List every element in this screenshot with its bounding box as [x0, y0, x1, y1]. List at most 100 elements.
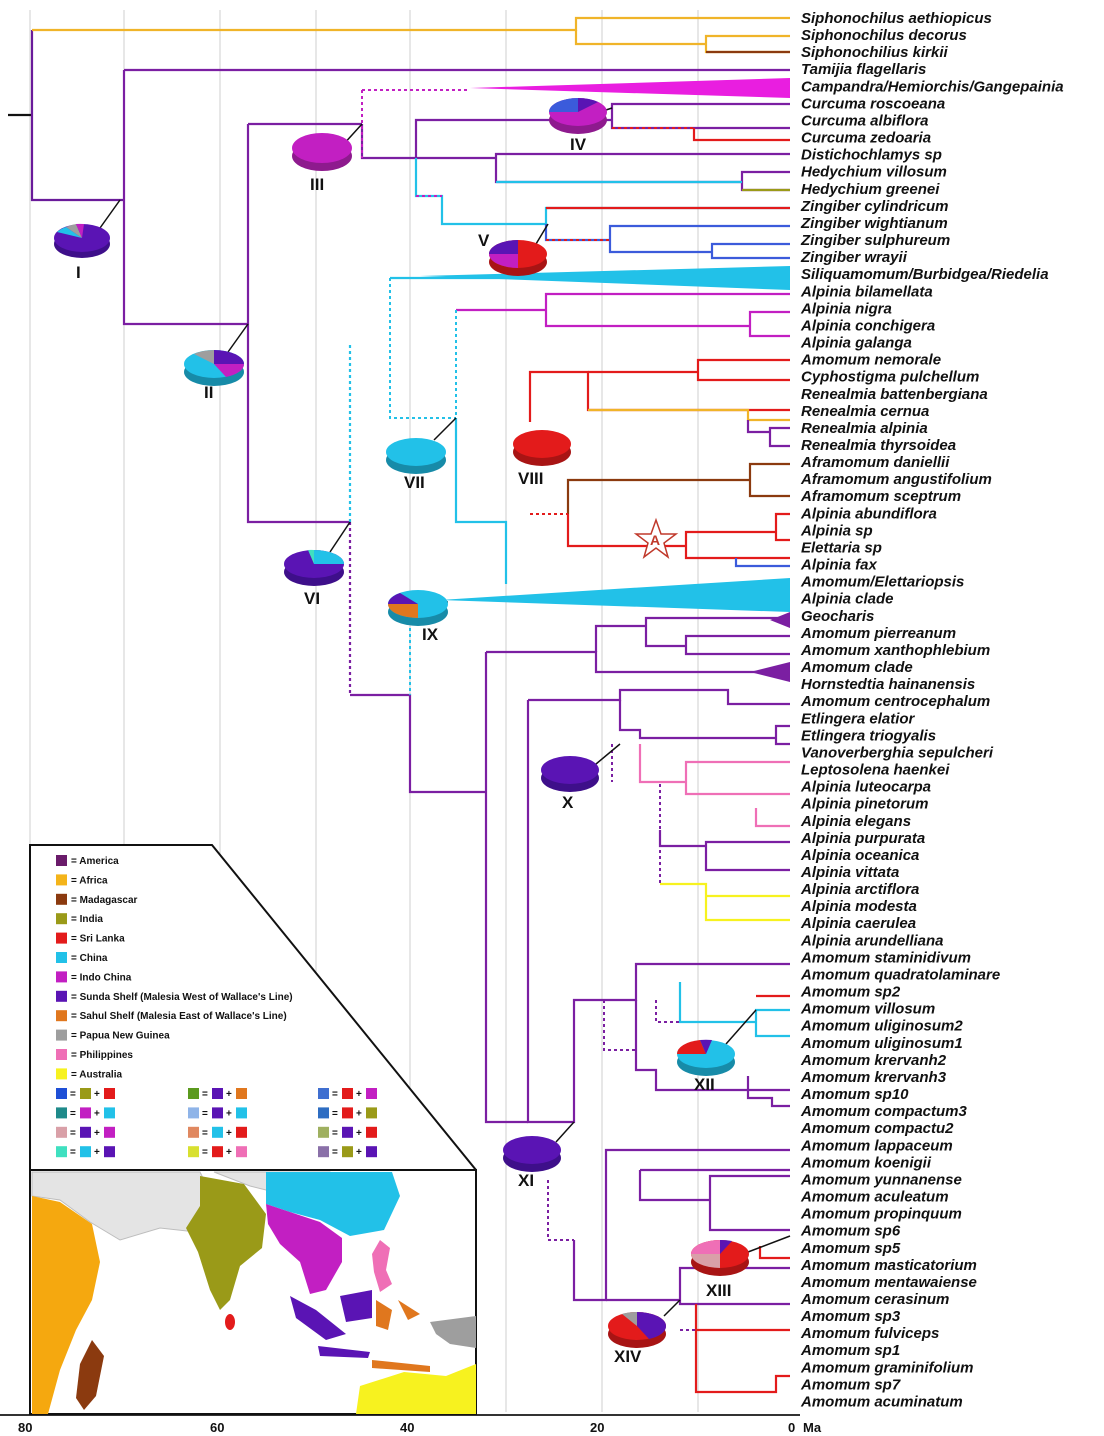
legend-combo-swatch — [104, 1126, 115, 1138]
tip-label: Amomum sp10 — [800, 1086, 909, 1103]
tip-label: Amomum krervanh2 — [800, 1052, 947, 1069]
legend-swatch — [56, 855, 67, 866]
node-label-X: X — [562, 793, 574, 812]
tip-label: Alpinia pinetorum — [800, 796, 929, 813]
pie-node-IX — [388, 590, 448, 626]
tip-label: Curcuma roscoeana — [801, 95, 945, 112]
legend-combo-swatch — [104, 1107, 115, 1119]
legend-combo-swatch — [56, 1126, 67, 1138]
tip-label: Amomum sp5 — [800, 1240, 901, 1257]
tip-label: Amomum uliginosum1 — [800, 1035, 963, 1052]
pie-node-VIII — [513, 430, 571, 466]
tip-label: Amomum villosum — [800, 1001, 935, 1018]
tip-label: Amomum krervanh3 — [800, 1069, 947, 1086]
node-label-VII: VII — [404, 473, 425, 492]
legend-swatch — [56, 913, 67, 925]
legend-combo-symbol: = — [202, 1108, 208, 1119]
legend-combo-swatch — [80, 1146, 91, 1158]
legend-combo-swatch — [212, 1146, 223, 1158]
tip-label: Alpinia bilamellata — [800, 283, 933, 300]
legend-combo-swatch — [212, 1107, 223, 1119]
legend-swatch — [56, 952, 67, 963]
tip-label: Alpinia conchigera — [800, 317, 935, 334]
node-label-I: I — [76, 263, 81, 282]
legend-swatch — [56, 971, 67, 983]
legend-combo-swatch — [188, 1088, 199, 1099]
legend-combo-swatch — [212, 1126, 223, 1138]
tip-label: Vanoverberghia sepulcheri — [801, 744, 994, 761]
star-label: A — [650, 532, 660, 548]
axis-tick-0: 0 — [788, 1420, 795, 1435]
legend-label: = Papua New Guinea — [71, 1031, 170, 1042]
clade-triangle-campandra — [470, 78, 790, 98]
legend-combo-symbol: + — [356, 1147, 362, 1158]
tip-label: Amomum sp6 — [800, 1223, 901, 1240]
pie-node-III — [292, 133, 352, 171]
legend-combo-symbol: + — [226, 1147, 232, 1158]
legend-combo-symbol: = — [70, 1147, 76, 1158]
node-label-V: V — [478, 231, 490, 250]
tip-label: Geocharis — [801, 608, 874, 625]
tip-label: Alpinia oceanica — [800, 847, 919, 864]
legend-label: = Madagascar — [71, 895, 138, 906]
tip-label: Amomum lappaceum — [800, 1137, 953, 1154]
node-label-XIV: XIV — [614, 1347, 642, 1366]
pie-node-VII — [386, 438, 446, 474]
tip-label: Amomum mentawaiense — [800, 1274, 977, 1291]
tip-label: Siphonochilus decorus — [801, 27, 967, 44]
tip-label: Renealmia battenbergiana — [801, 386, 988, 403]
node-label-III: III — [310, 175, 324, 194]
pie-node-IV — [549, 98, 607, 134]
tip-label: Amomum xanthophlebium — [800, 642, 990, 659]
legend-combo-swatch — [80, 1088, 91, 1099]
legend-combo-swatch — [342, 1126, 353, 1138]
tip-label: Amomum compactu2 — [800, 1120, 954, 1137]
tip-label: Curcuma albiflora — [801, 112, 929, 129]
tip-label: Amomum sp1 — [800, 1342, 900, 1359]
node-label-IX: IX — [422, 625, 439, 644]
tip-label: Amomum fulviceps — [800, 1325, 939, 1342]
legend-label: = Sri Lanka — [71, 934, 125, 945]
tip-label: Hedychium villosum — [801, 164, 947, 181]
legend-combo-swatch — [318, 1088, 329, 1099]
legend-combo-swatch — [56, 1146, 67, 1158]
legend-combo-symbol: = — [332, 1128, 338, 1139]
legend-combo-swatch — [80, 1126, 91, 1138]
axis-tick-80: 80 — [18, 1420, 32, 1435]
node-label-XI: XI — [518, 1171, 534, 1190]
legend-label: = Australia — [71, 1069, 122, 1080]
clade-triangle-geocharis — [770, 612, 790, 628]
node-label-XIII: XIII — [706, 1281, 732, 1300]
tip-label: Zingiber wightianum — [800, 215, 948, 232]
tip-label: Amomum staminidivum — [800, 949, 971, 966]
clade-triangle-amomum-elettariopsis — [440, 578, 790, 612]
axis-tick-20: 20 — [590, 1420, 604, 1435]
legend-combo-swatch — [236, 1126, 247, 1138]
clade-triangle-siliquamomum — [420, 266, 790, 290]
tip-label: Amomum nemorale — [800, 352, 941, 369]
legend-combo-symbol: + — [226, 1089, 232, 1100]
tip-label: Amomum koenigii — [800, 1154, 932, 1171]
pie-node-XIII — [691, 1239, 749, 1276]
tip-label: Alpinia modesta — [800, 898, 917, 915]
tip-label: Renealmia cernua — [801, 403, 929, 420]
legend-label: = America — [71, 856, 119, 867]
tip-label: Alpinia arctiflora — [800, 881, 919, 898]
tip-label: Hornstedtia hainanensis — [801, 676, 975, 693]
tip-label: Amomum cerasinum — [800, 1291, 949, 1308]
map-landmasses — [31, 1171, 476, 1414]
legend-swatch — [56, 932, 67, 944]
legend-combos: =+=+=+=+=+=+=+=+=+=+=+=+ — [56, 1088, 377, 1158]
tip-label: Cyphostigma pulchellum — [801, 369, 979, 386]
tip-label: Amomum centrocephalum — [800, 693, 990, 710]
tip-label: Alpinia arundelliana — [800, 932, 944, 949]
pie-node-I — [54, 223, 110, 258]
tip-label: Amomum compactum3 — [800, 1103, 968, 1120]
legend-combo-symbol: + — [356, 1089, 362, 1100]
legend-combo-swatch — [56, 1088, 67, 1099]
tip-label: Zingiber cylindricum — [800, 198, 949, 215]
tip-label: Aframomum sceptrum — [800, 488, 961, 505]
dotted-connectors — [361, 89, 777, 1392]
tip-label: Renealmia alpinia — [801, 420, 928, 437]
